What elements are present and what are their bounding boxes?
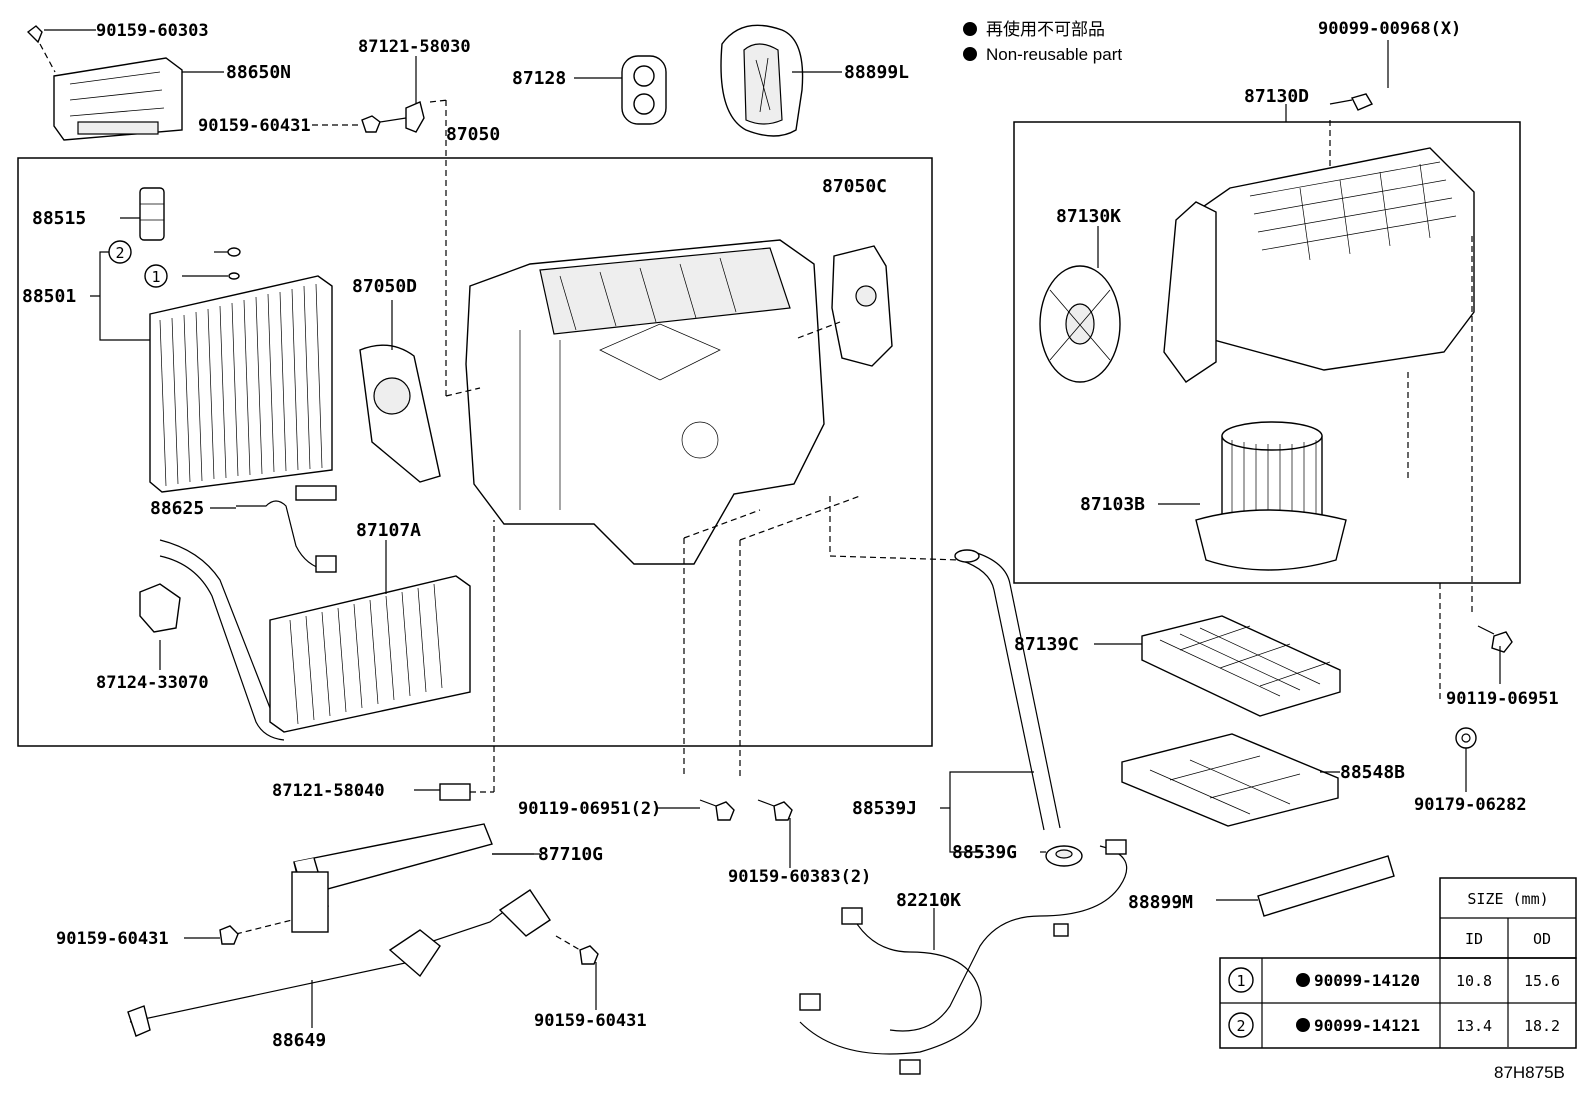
callout-circle-1 bbox=[144, 264, 168, 288]
non-reusable-bullet-icon bbox=[963, 22, 977, 36]
size-table-col-od: OD bbox=[1533, 930, 1551, 948]
label-90159-60431-bottom: 90159-60431 bbox=[534, 1011, 647, 1031]
label-87107A: 87107A bbox=[356, 520, 421, 541]
grommet-88539G-drawing bbox=[1045, 845, 1083, 867]
label-88625: 88625 bbox=[150, 498, 204, 519]
label-90119-06951-2: 90119-06951(2) bbox=[518, 799, 661, 819]
guard-87130K-drawing bbox=[1039, 265, 1121, 383]
clamp-87124-33070-drawing bbox=[139, 583, 181, 633]
table-ref-2: 2 bbox=[1236, 1017, 1245, 1035]
table-od-2: 18.2 bbox=[1524, 1017, 1560, 1035]
illustration-code: 87H875B bbox=[1494, 1063, 1565, 1082]
screw-90159-60303-drawing bbox=[26, 25, 56, 73]
servo-87050D-drawing bbox=[359, 344, 441, 483]
label-88899M: 88899M bbox=[1128, 892, 1193, 913]
table-id-1: 10.8 bbox=[1456, 972, 1492, 990]
label-90119-06951-right: 90119-06951 bbox=[1446, 689, 1559, 709]
size-table: SIZE (mm) ID OD 1 90099-14120 10.8 15.6 … bbox=[1219, 877, 1577, 1049]
legend-jp: 再使用不可部品 bbox=[986, 19, 1105, 39]
filter-87139C-drawing bbox=[1141, 615, 1341, 717]
table-id-2: 13.4 bbox=[1456, 1017, 1492, 1035]
label-90159-60431-top: 90159-60431 bbox=[198, 116, 311, 136]
label-87121-58030: 87121-58030 bbox=[358, 37, 471, 57]
heater-core-87107A-drawing bbox=[159, 539, 471, 741]
amplifier-88650N-drawing bbox=[53, 57, 183, 141]
label-87139C: 87139C bbox=[1014, 634, 1079, 655]
label-90159-60303: 90159-60303 bbox=[96, 21, 209, 41]
non-reusable-bullet-icon bbox=[1296, 1018, 1310, 1032]
size-table-header: SIZE (mm) bbox=[1467, 890, 1548, 908]
label-87121-58040: 87121-58040 bbox=[272, 781, 385, 801]
label-90179-06282: 90179-06282 bbox=[1414, 795, 1527, 815]
seal-87128-drawing bbox=[621, 55, 667, 125]
housing-87130D-drawing bbox=[1163, 147, 1475, 383]
tray-88548B-drawing bbox=[1121, 733, 1339, 827]
leader-lines bbox=[44, 29, 1501, 1028]
label-87130D: 87130D bbox=[1244, 86, 1309, 107]
legend-en: Non-reusable part bbox=[986, 45, 1122, 64]
assembly-87130D-box bbox=[1013, 121, 1521, 584]
table-od-1: 15.6 bbox=[1524, 972, 1560, 990]
label-87130K: 87130K bbox=[1056, 206, 1121, 227]
table-part-2: 90099-14121 bbox=[1314, 1016, 1420, 1035]
callout-2-text: 2 bbox=[115, 244, 124, 262]
label-88501: 88501 bbox=[22, 286, 76, 307]
table-ref-circle-2 bbox=[1228, 1012, 1254, 1038]
gasket-88899M-drawing bbox=[1257, 855, 1395, 917]
o-ring-callouts: 2 1 bbox=[108, 240, 168, 288]
callout-1-text: 1 bbox=[151, 268, 160, 286]
o-rings-drawing bbox=[227, 247, 241, 280]
label-88539G: 88539G bbox=[952, 842, 1017, 863]
seal-88899L-drawing bbox=[720, 24, 804, 137]
size-table-col-id: ID bbox=[1465, 930, 1483, 948]
heater-87710G-drawing bbox=[210, 823, 540, 945]
label-87050C: 87050C bbox=[822, 176, 887, 197]
label-87050: 87050 bbox=[446, 124, 500, 145]
callout-circle-2 bbox=[108, 240, 132, 264]
assembly-87050-box bbox=[17, 157, 933, 747]
label-87128: 87128 bbox=[512, 68, 566, 89]
clip-87121-58040-drawing bbox=[439, 520, 495, 801]
legend: 再使用不可部品 Non-reusable part bbox=[963, 19, 1122, 64]
label-88899L: 88899L bbox=[844, 62, 909, 83]
duct-88539J-drawing bbox=[829, 496, 1061, 831]
label-87710G: 87710G bbox=[538, 844, 603, 865]
label-82210K: 82210K bbox=[896, 890, 961, 911]
label-90159-60431-left: 90159-60431 bbox=[56, 929, 169, 949]
harness-82210K-drawing bbox=[799, 839, 1128, 1075]
sensor-88625-drawing bbox=[236, 485, 337, 573]
label-90099-00968X: 90099-00968(X) bbox=[1318, 19, 1461, 39]
label-90159-60383-2: 90159-60383(2) bbox=[728, 867, 871, 887]
servo-87050C-drawing bbox=[797, 245, 893, 367]
table-part-1: 90099-14120 bbox=[1314, 971, 1420, 990]
label-88539J: 88539J bbox=[852, 798, 917, 819]
non-reusable-bullet-icon bbox=[1296, 973, 1310, 987]
harness-88649-drawing bbox=[127, 889, 599, 1037]
screw-90119-06951-drawing bbox=[1471, 236, 1513, 653]
label-88649: 88649 bbox=[272, 1030, 326, 1051]
part-labels: 90159-60303 88650N 87121-58030 90159-604… bbox=[22, 19, 1559, 1051]
label-88650N: 88650N bbox=[226, 62, 291, 83]
table-ref-circle-1 bbox=[1228, 967, 1254, 993]
evaporator-88501-drawing bbox=[149, 275, 333, 493]
label-87124-33070: 87124-33070 bbox=[96, 673, 209, 693]
blower-motor-87103B-drawing bbox=[1195, 421, 1347, 571]
label-88515: 88515 bbox=[32, 208, 86, 229]
label-87103B: 87103B bbox=[1080, 494, 1145, 515]
non-reusable-bullet-icon bbox=[963, 47, 977, 61]
label-88548B: 88548B bbox=[1340, 762, 1405, 783]
valve-88515-drawing bbox=[139, 187, 165, 241]
screws-center-drawing bbox=[445, 387, 861, 821]
housing-87050-drawing bbox=[465, 239, 825, 565]
clip-87121-58030-drawing bbox=[361, 99, 449, 396]
label-87050D: 87050D bbox=[352, 276, 417, 297]
table-ref-1: 1 bbox=[1236, 972, 1245, 990]
